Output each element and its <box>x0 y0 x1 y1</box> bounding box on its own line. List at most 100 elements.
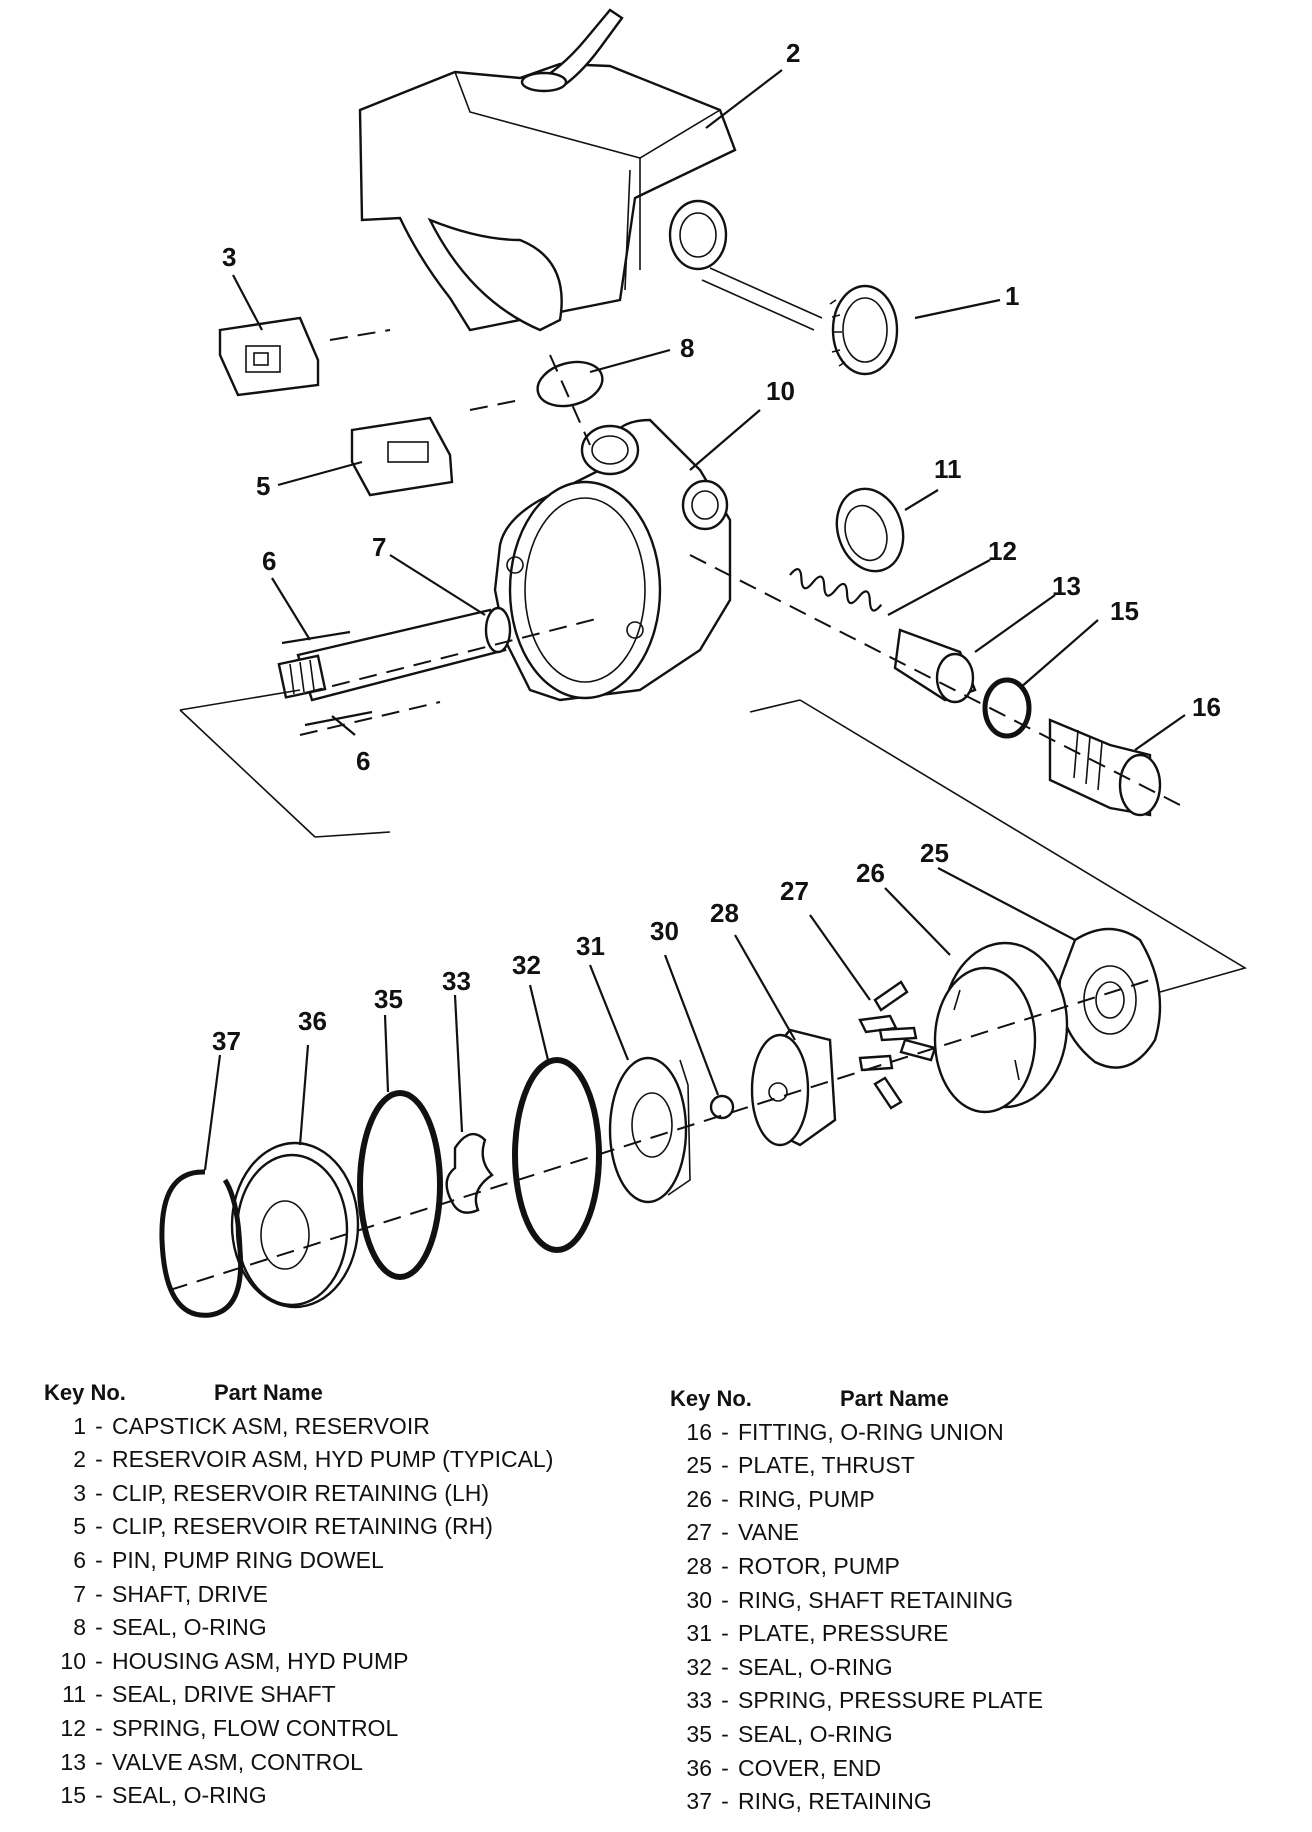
legend-row: 8-SEAL, O-RING <box>44 1611 553 1645</box>
callout-1: 1 <box>1005 281 1019 311</box>
legend-separator: - <box>95 1479 103 1506</box>
callout-13: 13 <box>1052 571 1081 601</box>
legend-key-no: 16 <box>686 1418 712 1445</box>
legend-part-name: RING, SHAFT RETAINING <box>738 1586 1014 1613</box>
legend-row: 12-SPRING, FLOW CONTROL <box>44 1712 553 1746</box>
callout-16: 16 <box>1192 692 1221 722</box>
legend-separator: - <box>95 1647 103 1674</box>
legend-row: 15-SEAL, O-RING <box>44 1779 553 1813</box>
legend-separator: - <box>95 1546 103 1573</box>
legend-key-no: 7 <box>73 1580 86 1607</box>
legend-key-no: 13 <box>60 1748 86 1775</box>
legend-part-name: PLATE, PRESSURE <box>738 1620 949 1647</box>
legend-key-no: 26 <box>686 1485 712 1512</box>
legend-separator: - <box>721 1687 729 1714</box>
legend-separator: - <box>721 1418 729 1445</box>
callout-27: 27 <box>780 876 809 906</box>
legend-key-no: 10 <box>60 1647 86 1674</box>
oring-35-part <box>357 1090 443 1280</box>
legend-separator: - <box>95 1714 103 1741</box>
legend-separator: - <box>721 1586 729 1613</box>
legend-separator: - <box>95 1446 103 1473</box>
callout-36: 36 <box>298 1006 327 1036</box>
legend-key-no: 27 <box>686 1519 712 1546</box>
legend-key-no: 36 <box>686 1754 712 1781</box>
legend-part-name: SPRING, PRESSURE PLATE <box>738 1687 1044 1714</box>
legend-key-no: 3 <box>73 1479 86 1506</box>
legend-row: 36-COVER, END <box>670 1752 1043 1786</box>
legend-key-no: 11 <box>62 1681 86 1708</box>
pump-housing-part <box>493 418 732 702</box>
legend-row: 7-SHAFT, DRIVE <box>44 1578 553 1612</box>
legend-row: 1-CAPSTICK ASM, RESERVOIR <box>44 1410 553 1444</box>
legend-key-no: 28 <box>686 1552 712 1579</box>
callout-35: 35 <box>374 984 403 1014</box>
legend-separator: - <box>95 1513 103 1540</box>
legend-key-no: 30 <box>686 1586 712 1613</box>
legend-key-no: 25 <box>686 1452 712 1479</box>
legend-separator: - <box>95 1412 103 1439</box>
parts-legend-right: Key No. Part Name 16-FITTING, O-RING UNI… <box>670 1382 1043 1819</box>
legend-part-name: RING, RETAINING <box>738 1788 932 1815</box>
shaft-retaining-ring-part <box>709 1094 735 1120</box>
legend-row: 37-RING, RETAINING <box>670 1785 1043 1819</box>
legend-header: Key No. Part Name <box>44 1376 553 1410</box>
legend-row: 2-RESERVOIR ASM, HYD PUMP (TYPICAL) <box>44 1443 553 1477</box>
legend-part-name: SEAL, DRIVE SHAFT <box>112 1681 336 1708</box>
end-cover-part <box>230 1141 360 1309</box>
legend-part-name: COVER, END <box>738 1754 882 1781</box>
legend-part-name: SHAFT, DRIVE <box>112 1580 268 1607</box>
legend-key-no: 5 <box>73 1513 86 1540</box>
capstick-part <box>701 267 899 376</box>
legend-key-no: 8 <box>73 1614 86 1641</box>
legend-key-no: 1 <box>73 1412 86 1439</box>
callout-15: 15 <box>1110 596 1139 626</box>
key-no-header: Key No. <box>670 1386 752 1411</box>
legend-row: 35-SEAL, O-RING <box>670 1718 1043 1752</box>
legend-part-name: CAPSTICK ASM, RESERVOIR <box>112 1412 430 1439</box>
callout-8: 8 <box>680 333 694 363</box>
part-name-header: Part Name <box>840 1386 949 1411</box>
oring-32-part <box>512 1057 602 1253</box>
legend-key-no: 6 <box>73 1546 86 1573</box>
legend-part-name: SEAL, O-RING <box>112 1782 267 1809</box>
legend-part-name: SEAL, O-RING <box>738 1720 893 1747</box>
key-no-header: Key No. <box>44 1380 126 1405</box>
legend-part-name: FITTING, O-RING UNION <box>738 1418 1004 1445</box>
legend-key-no: 35 <box>686 1720 712 1747</box>
part-name-header: Part Name <box>214 1380 323 1405</box>
union-fitting-part <box>1048 718 1162 817</box>
reservoir-part <box>358 8 737 332</box>
clip-lh-part <box>218 316 320 397</box>
legend-row: 31-PLATE, PRESSURE <box>670 1617 1043 1651</box>
clip-rh-part <box>350 416 454 497</box>
legend-separator: - <box>721 1754 729 1781</box>
legend-row: 5-CLIP, RESERVOIR RETAINING (RH) <box>44 1510 553 1544</box>
legend-row: 28-ROTOR, PUMP <box>670 1550 1043 1584</box>
callout-11: 11 <box>934 454 962 484</box>
legend-part-name: SEAL, O-RING <box>112 1614 267 1641</box>
legend-part-name: RING, PUMP <box>738 1485 875 1512</box>
dowel-pin-lower-part <box>304 710 373 727</box>
callout-28: 28 <box>710 898 739 928</box>
leader-lines <box>203 69 1186 1171</box>
legend-separator: - <box>721 1788 729 1815</box>
drive-shaft-part <box>277 606 512 702</box>
legend-row: 11-SEAL, DRIVE SHAFT <box>44 1678 553 1712</box>
legend-separator: - <box>721 1485 729 1512</box>
legend-part-name: VALVE ASM, CONTROL <box>112 1748 363 1775</box>
callout-2: 2 <box>786 38 800 68</box>
legend-row: 26-RING, PUMP <box>670 1483 1043 1517</box>
legend-row: 6-PIN, PUMP RING DOWEL <box>44 1544 553 1578</box>
legend-separator: - <box>721 1519 729 1546</box>
legend-part-name: PLATE, THRUST <box>738 1452 915 1479</box>
legend-row: 3-CLIP, RESERVOIR RETAINING (LH) <box>44 1477 553 1511</box>
legend-separator: - <box>95 1782 103 1809</box>
legend-row: 16-FITTING, O-RING UNION <box>670 1416 1043 1450</box>
legend-separator: - <box>721 1720 729 1747</box>
callout-33: 33 <box>442 966 471 996</box>
thrust-plate-part <box>1058 927 1162 1069</box>
legend-separator: - <box>721 1552 729 1579</box>
legend-row: 30-RING, SHAFT RETAINING <box>670 1584 1043 1618</box>
